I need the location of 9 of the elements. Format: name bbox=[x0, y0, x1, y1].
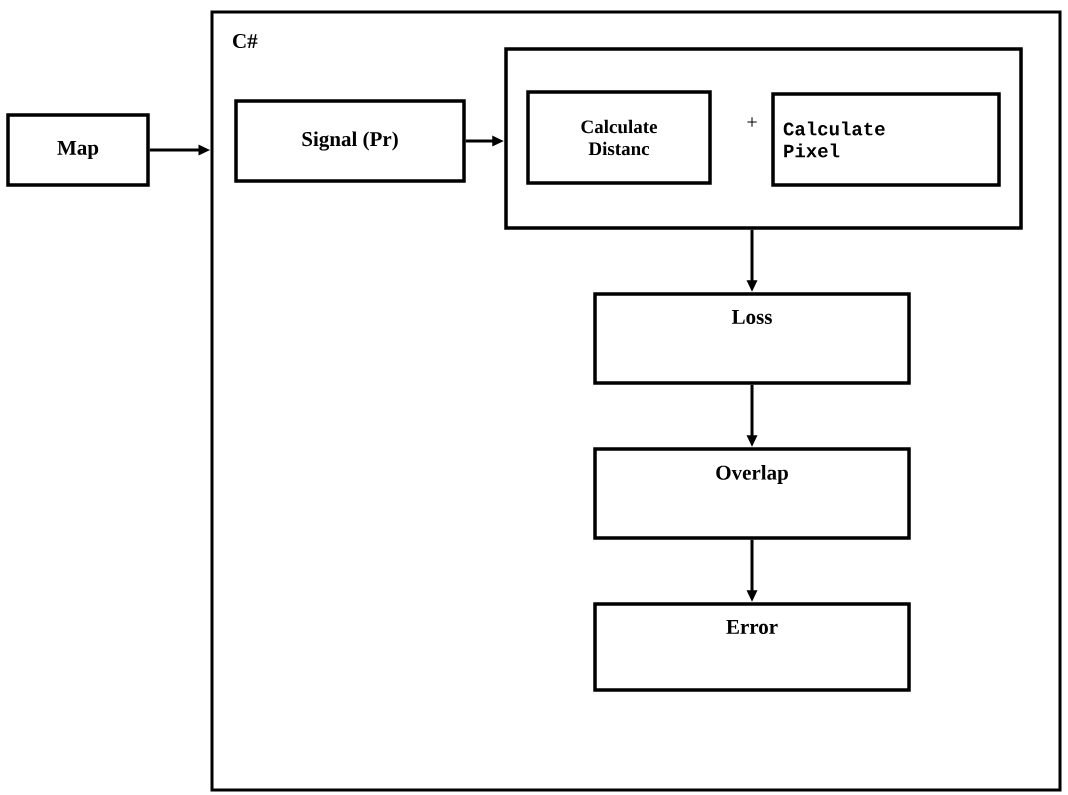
process-box: Error bbox=[593, 602, 911, 692]
process-box: Loss bbox=[593, 292, 911, 385]
plus-sign: + bbox=[747, 117, 757, 127]
process-box: Calculate Distanc bbox=[526, 90, 712, 185]
process-box: Signal (Pr) bbox=[234, 99, 466, 183]
group-box bbox=[504, 47, 1023, 230]
process-box: Map bbox=[6, 113, 150, 187]
process-box: Calculate Pixel bbox=[771, 92, 1001, 187]
process-box: Overlap bbox=[593, 447, 911, 540]
